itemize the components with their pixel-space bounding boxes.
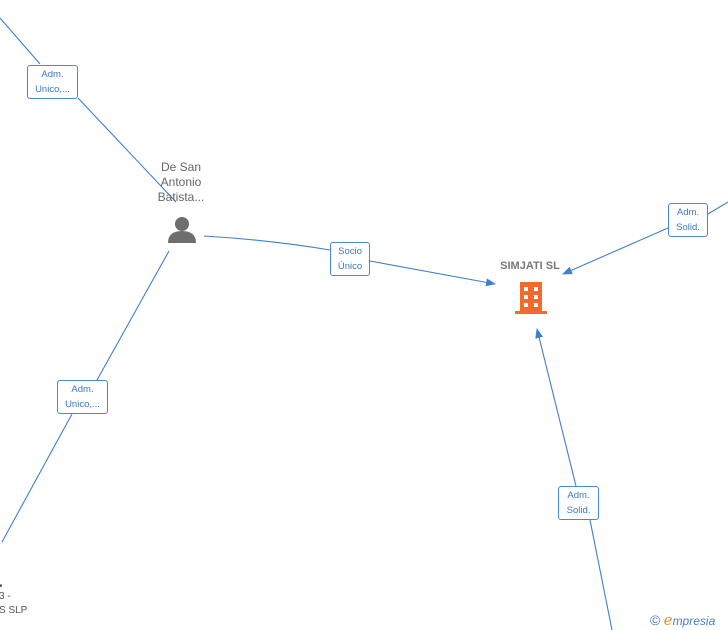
edge-socio-unico-arrow <box>369 260 496 287</box>
partial-node-line3: S SLP <box>0 605 28 616</box>
edge-label-socio-unico[interactable]: Socio Único <box>330 242 370 276</box>
edge-adm-unico-top <box>0 17 177 203</box>
brand-name: mpresia <box>672 614 716 628</box>
edge-label-adm-solid-bottom[interactable]: Adm. Solid. <box>558 486 599 520</box>
copyright-brand: © empresia <box>650 611 715 629</box>
partial-node-line1: • <box>0 580 27 594</box>
edge-adm-solid-bottom-arrow <box>535 328 577 487</box>
edge-socio-unico <box>203 235 331 251</box>
edge-label-adm-solid-right[interactable]: Adm. Solid. <box>668 203 708 237</box>
edge-adm-unico-bottom <box>1 250 170 543</box>
company-building-icon[interactable] <box>515 282 547 314</box>
edge-adm-solid-bottom <box>589 519 613 630</box>
partial-node-line2: 3 - <box>0 591 11 602</box>
edge-label-adm-unico-bottom[interactable]: Adm. Unico,... <box>57 380 108 414</box>
company-name-label[interactable]: SIMJATI SL <box>500 260 560 272</box>
person-icon[interactable] <box>168 217 196 243</box>
person-name-label[interactable]: De San Antonio Batista... <box>157 160 205 204</box>
edge-label-adm-unico-top[interactable]: Adm. Unico,... <box>27 65 78 99</box>
partial-node-label[interactable]: • 3 - S SLP <box>0 580 27 618</box>
edge-adm-solid-right-arrow <box>562 227 669 275</box>
edge-adm-solid-right <box>707 201 728 215</box>
copyright-icon: © <box>650 612 661 628</box>
brand-initial: e <box>663 611 673 629</box>
